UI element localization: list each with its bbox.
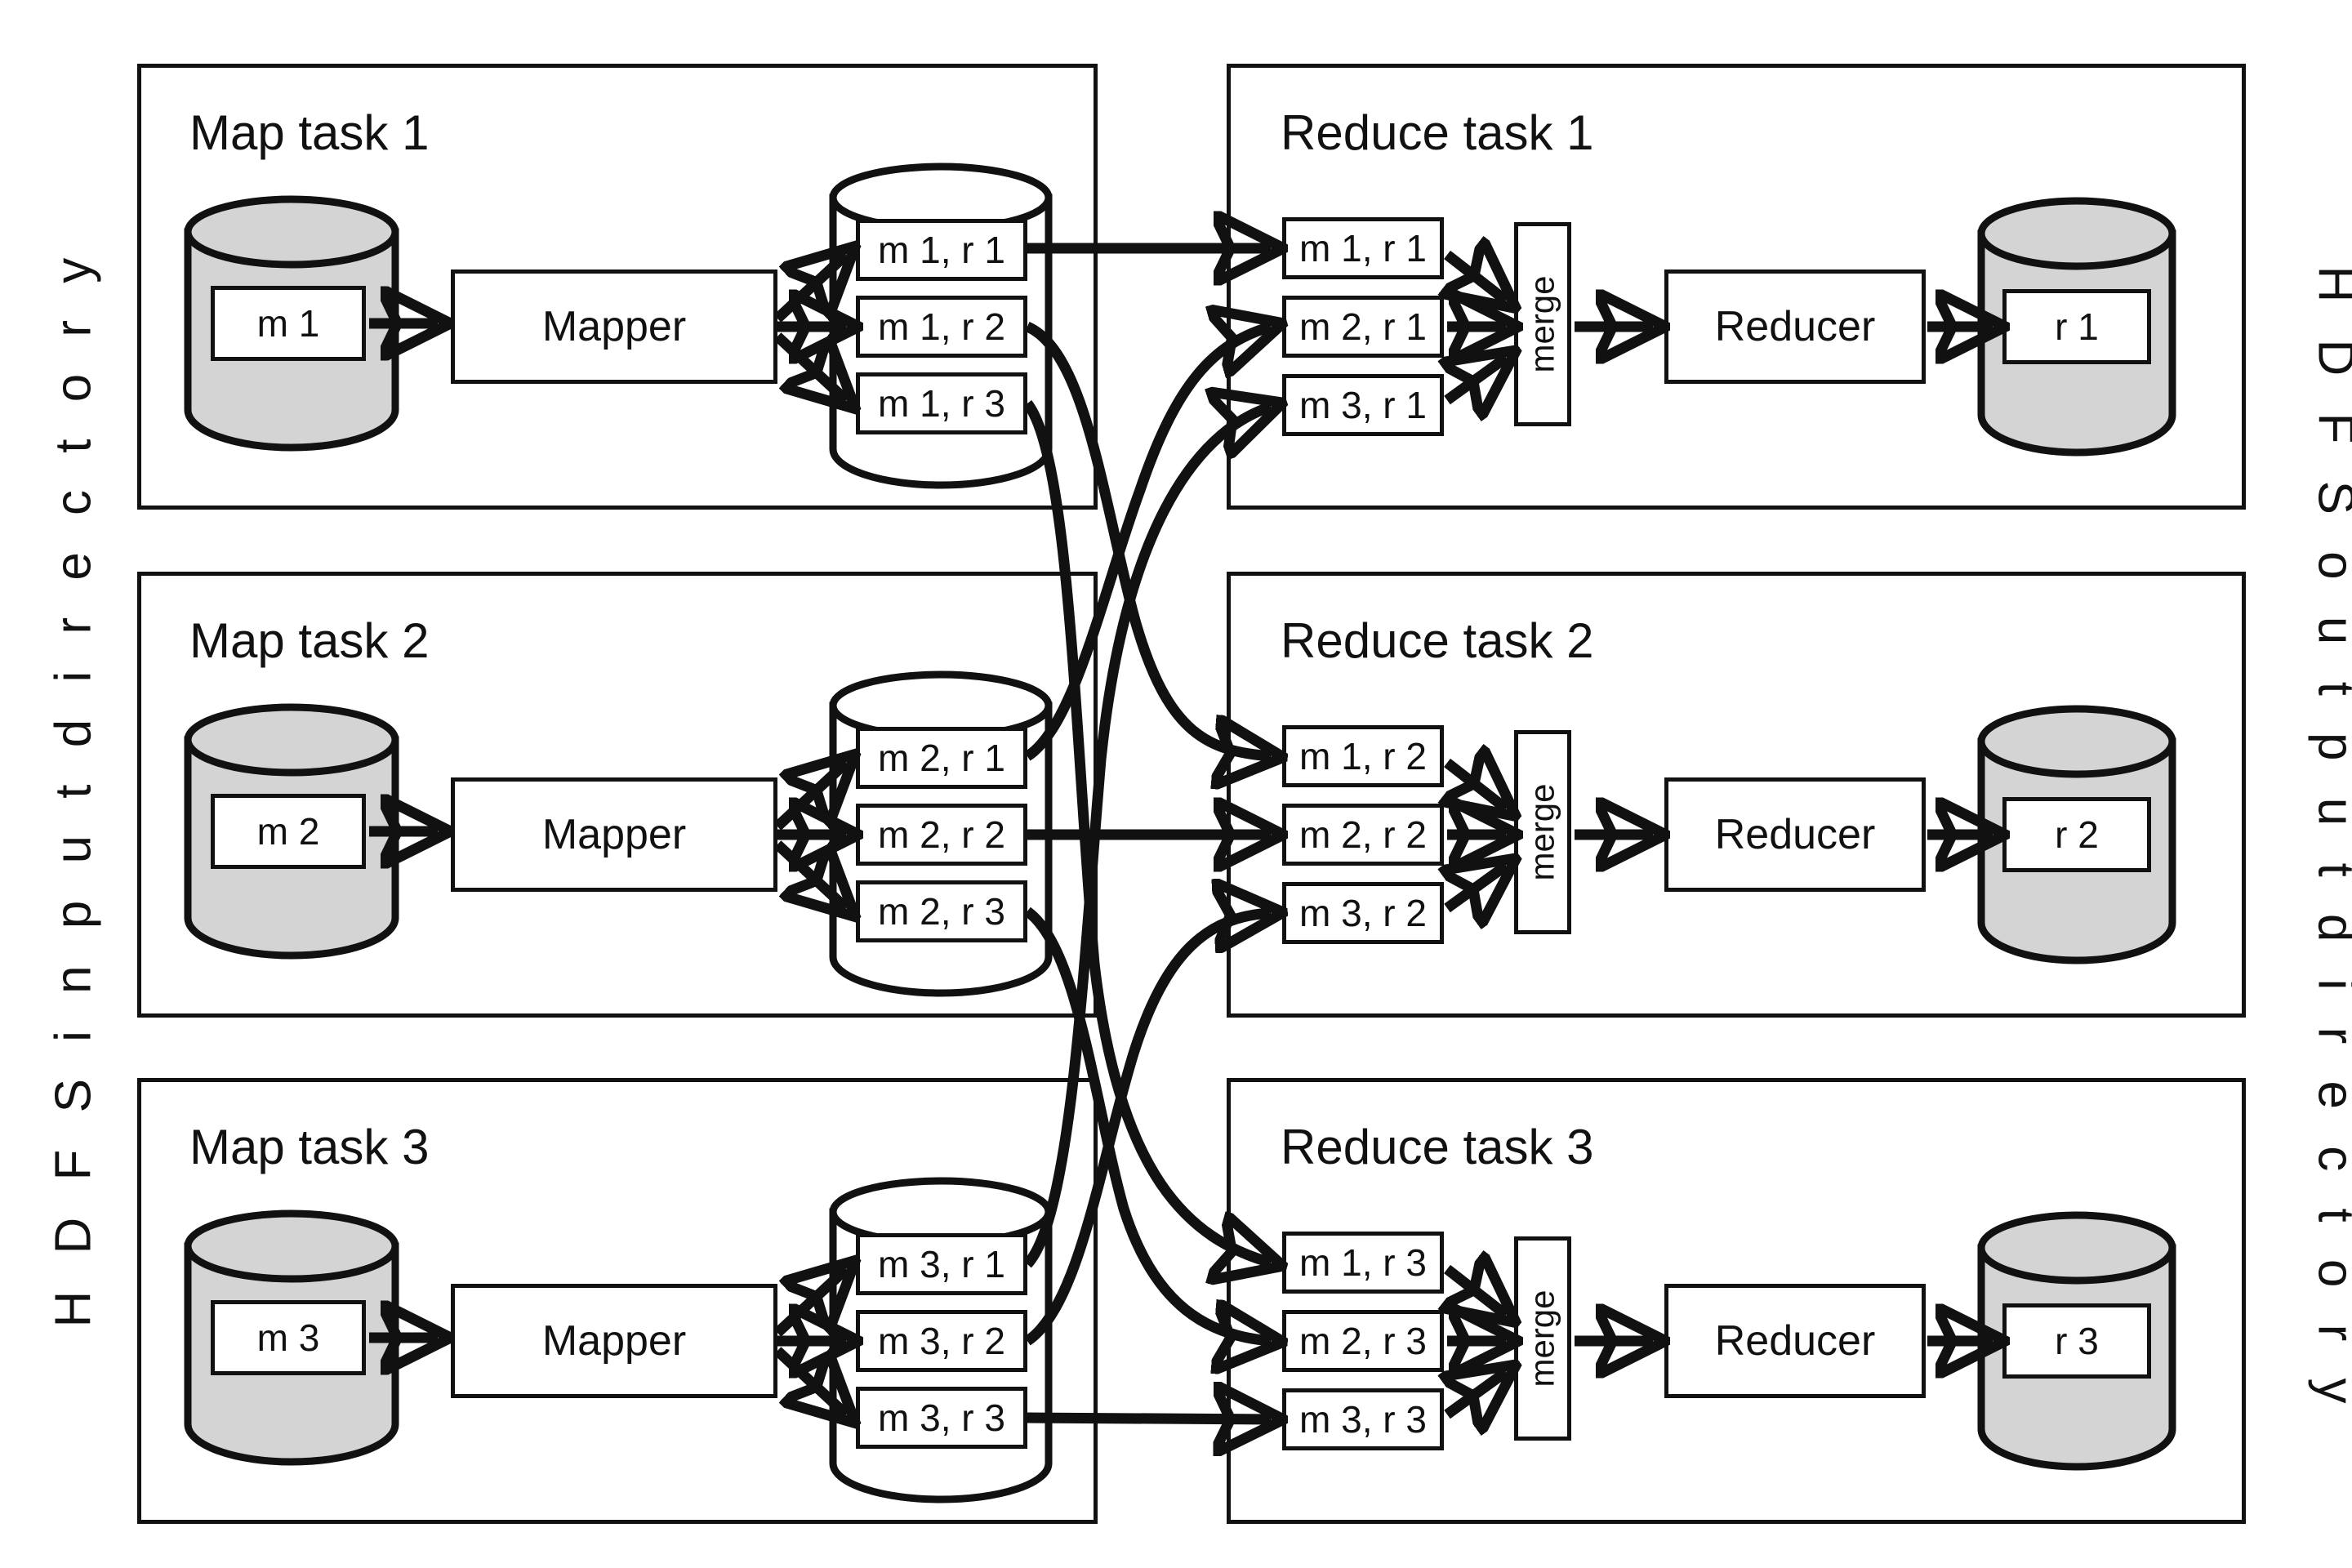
reducer-box-1[interactable]: Reducer	[1664, 270, 1926, 384]
partition-box-m3-r1[interactable]: m 3, r 1	[856, 1233, 1027, 1295]
mapper-box-2[interactable]: Mapper	[451, 777, 777, 892]
reducer-box-2[interactable]: Reducer	[1664, 777, 1926, 892]
reduce-input-box-r2-m3[interactable]: m 3, r 2	[1282, 882, 1444, 944]
partition-box-m3-r3[interactable]: m 3, r 3	[856, 1387, 1027, 1449]
merge-box-1[interactable]: merge	[1514, 222, 1571, 426]
hdfs-input-cylinder-m3	[181, 1209, 402, 1466]
reduce-input-box-r3-m3[interactable]: m 3, r 3	[1282, 1388, 1444, 1450]
partition-box-m2-r3[interactable]: m 2, r 3	[856, 880, 1027, 942]
output-label-r3: r 3	[2002, 1303, 2151, 1379]
map-task-2-title: Map task 2	[189, 613, 430, 668]
reduce-input-box-r1-m1[interactable]: m 1, r 1	[1282, 217, 1444, 279]
hdfs-output-directory-label: H D F S o u t p u t d i r e c t o r y	[2307, 266, 2352, 1415]
map-task-1-title: Map task 1	[189, 105, 430, 160]
hdfs-input-directory-label: H D F S i n p u t d i r e c t o r y	[45, 246, 102, 1328]
input-split-label-m1: m 1	[211, 286, 366, 361]
merge-label: merge	[1523, 275, 1561, 373]
merge-box-2[interactable]: merge	[1514, 730, 1571, 934]
partition-box-m1-r2[interactable]: m 1, r 2	[856, 296, 1027, 358]
partition-box-m1-r1[interactable]: m 1, r 1	[856, 219, 1027, 281]
partition-box-m3-r2[interactable]: m 3, r 2	[856, 1310, 1027, 1372]
mapper-box-1[interactable]: Mapper	[451, 270, 777, 384]
output-label-r2: r 2	[2002, 797, 2151, 872]
partition-box-m2-r2[interactable]: m 2, r 2	[856, 804, 1027, 866]
map-task-3-title: Map task 3	[189, 1120, 430, 1174]
merge-label: merge	[1523, 1290, 1561, 1388]
reduce-input-box-r1-m3[interactable]: m 3, r 1	[1282, 374, 1444, 436]
mapper-box-3[interactable]: Mapper	[451, 1284, 777, 1398]
merge-label: merge	[1523, 783, 1561, 881]
output-label-r1: r 1	[2002, 289, 2151, 364]
reduce-task-1-title: Reduce task 1	[1281, 105, 1594, 160]
reduce-input-box-r1-m2[interactable]: m 2, r 1	[1282, 296, 1444, 358]
input-split-label-m2: m 2	[211, 794, 366, 869]
reduce-task-2-title: Reduce task 2	[1281, 613, 1594, 668]
partition-box-m1-r3[interactable]: m 1, r 3	[856, 372, 1027, 434]
reducer-box-3[interactable]: Reducer	[1664, 1284, 1926, 1398]
partition-box-m2-r1[interactable]: m 2, r 1	[856, 727, 1027, 789]
reduce-task-3-title: Reduce task 3	[1281, 1120, 1594, 1174]
reduce-input-box-r3-m2[interactable]: m 2, r 3	[1282, 1310, 1444, 1372]
merge-box-3[interactable]: merge	[1514, 1236, 1571, 1441]
reduce-input-box-r2-m2[interactable]: m 2, r 2	[1282, 804, 1444, 866]
reduce-input-box-r3-m1[interactable]: m 1, r 3	[1282, 1232, 1444, 1294]
input-split-label-m3: m 3	[211, 1300, 366, 1375]
reduce-input-box-r2-m1[interactable]: m 1, r 2	[1282, 725, 1444, 787]
